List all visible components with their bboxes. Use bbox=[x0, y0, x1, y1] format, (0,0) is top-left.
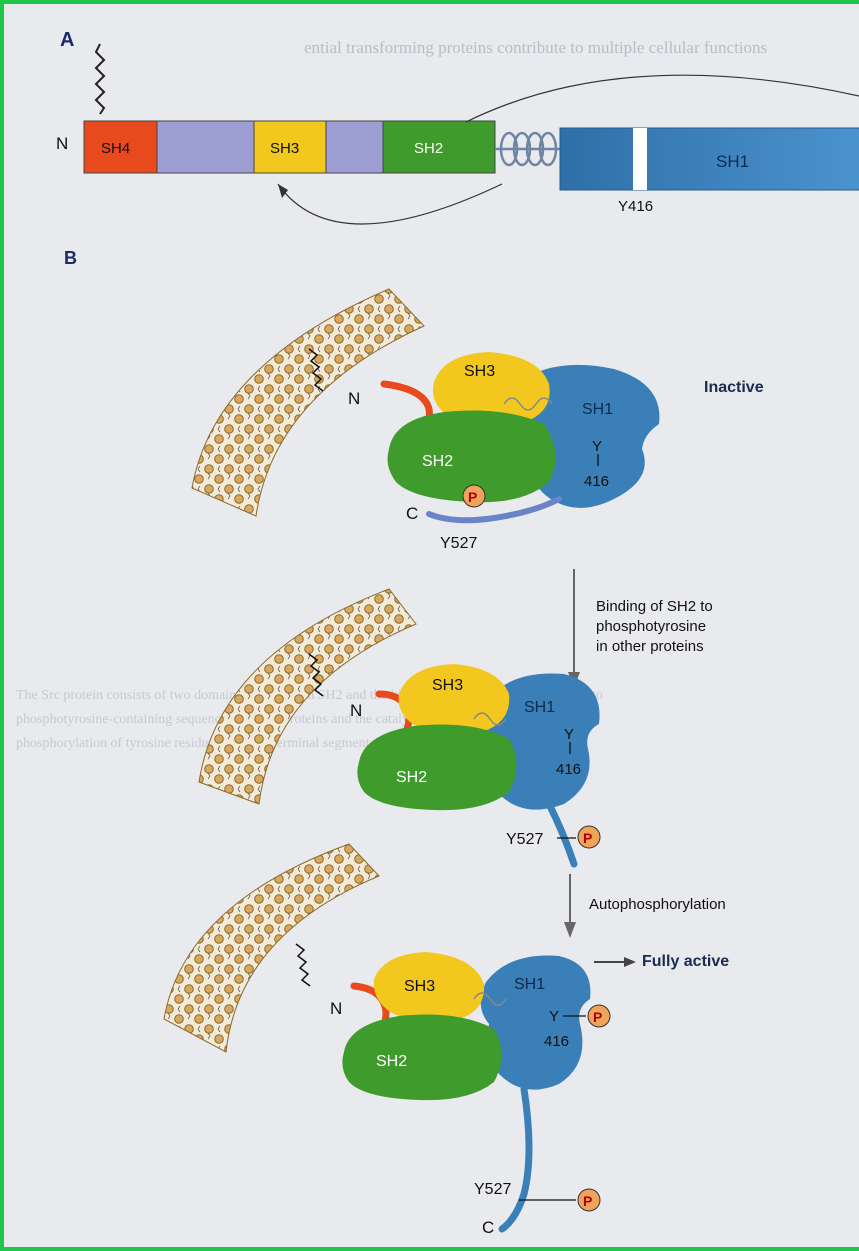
coil-linker bbox=[495, 133, 560, 165]
y416-label: Y416 bbox=[618, 198, 653, 215]
sh4-label: SH4 bbox=[101, 140, 130, 157]
sh3-label-3: SH3 bbox=[404, 978, 435, 995]
membrane-1 bbox=[192, 289, 424, 516]
sh3-blob-2 bbox=[399, 664, 510, 734]
y527-label-3: Y527 bbox=[474, 1181, 511, 1198]
c-label-1: C bbox=[406, 504, 418, 523]
n-label-1: N bbox=[348, 389, 360, 408]
src-kinase-diagram: A N Y416 SH4 SH3 SH2 SH1 B N bbox=[4, 4, 859, 1251]
c-tail-3 bbox=[502, 1089, 529, 1229]
c-label-3: C bbox=[482, 1218, 494, 1237]
sh1-label-3: SH1 bbox=[514, 976, 545, 993]
arrow1-line2: phosphotyrosine bbox=[596, 618, 706, 635]
sh1-kinase-domain bbox=[560, 128, 859, 190]
c-tail-1 bbox=[429, 499, 559, 520]
y-label-2: Y bbox=[564, 726, 574, 743]
n-terminus-label: N bbox=[56, 134, 68, 153]
p-label-1: P bbox=[468, 489, 477, 505]
myristoyl-anchor bbox=[96, 44, 104, 114]
transition-arrowhead-2 bbox=[564, 922, 576, 938]
arc-arrowhead bbox=[278, 184, 288, 198]
n-label-3: N bbox=[330, 999, 342, 1018]
y416-num-3: 416 bbox=[544, 1033, 569, 1050]
linker-unique bbox=[157, 121, 254, 173]
p-label-3b: P bbox=[583, 1193, 592, 1209]
panel-b-label: B bbox=[64, 248, 77, 268]
c-tail-2 bbox=[549, 804, 574, 864]
arrow2-label: Autophosphorylation bbox=[589, 896, 726, 913]
y416-marker bbox=[633, 128, 647, 190]
sh1-label-1: SH1 bbox=[582, 401, 613, 418]
sh2-blob-2 bbox=[357, 725, 516, 811]
arrow1-line1: Binding of SH2 to bbox=[596, 598, 713, 615]
sh2-label-1: SH2 bbox=[422, 453, 453, 470]
myristoyl-tail-3 bbox=[296, 944, 310, 986]
y-label-3: Y bbox=[549, 1008, 559, 1025]
status-fully-active: Fully active bbox=[642, 953, 729, 970]
sh2-label-3: SH2 bbox=[376, 1053, 407, 1070]
p-label-3a: P bbox=[593, 1009, 602, 1025]
y-label-1: Y bbox=[592, 438, 602, 455]
sh3-label-1: SH3 bbox=[464, 363, 495, 380]
intramolecular-arc-bottom bbox=[278, 184, 502, 224]
y527-label-2: Y527 bbox=[506, 831, 543, 848]
arrow1-line3: in other proteins bbox=[596, 638, 704, 655]
n-label-2: N bbox=[350, 701, 362, 720]
sh3-label: SH3 bbox=[270, 140, 299, 157]
sh3-label-2: SH3 bbox=[432, 677, 463, 694]
p-label-2: P bbox=[583, 830, 592, 846]
y416-num-2: 416 bbox=[556, 761, 581, 778]
activity-arrowhead bbox=[624, 957, 636, 967]
sh1-label-2: SH1 bbox=[524, 699, 555, 716]
sh1-label: SH1 bbox=[716, 152, 749, 171]
y416-num-1: 416 bbox=[584, 473, 609, 490]
status-inactive: Inactive bbox=[704, 379, 764, 396]
sh2-blob-3 bbox=[342, 1015, 501, 1101]
linker-sh3-sh2 bbox=[326, 121, 383, 173]
sh2-label: SH2 bbox=[414, 140, 443, 157]
intramolecular-arc-top bbox=[466, 75, 859, 122]
y527-label-1: Y527 bbox=[440, 535, 477, 552]
panel-a-label: A bbox=[60, 29, 74, 51]
membrane-3 bbox=[164, 844, 379, 1052]
sh2-label-2: SH2 bbox=[396, 769, 427, 786]
